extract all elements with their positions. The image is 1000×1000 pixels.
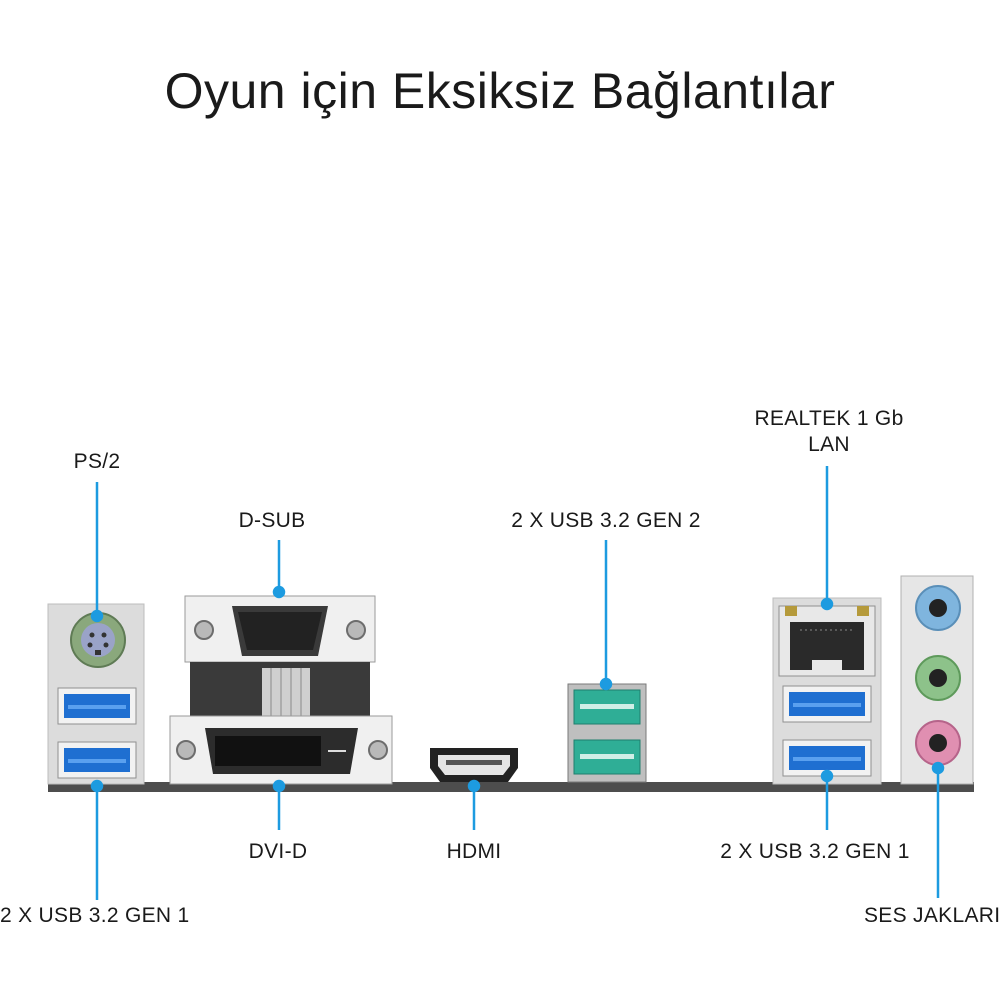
ps2-usb-stack xyxy=(47,603,145,785)
usb-port-icon xyxy=(573,689,641,725)
pointer-dot-hdmi xyxy=(467,779,481,793)
pointer-dot-usb-gen1-right xyxy=(820,769,834,783)
usb-gen2-stack xyxy=(567,683,647,783)
label-usb-gen2: 2 X USB 3.2 GEN 2 xyxy=(511,509,701,532)
pointer-dot-ps2 xyxy=(90,609,104,623)
hdmi-port-icon xyxy=(430,748,518,782)
audio-jack-stack xyxy=(900,575,974,785)
pointer-dot-dsub xyxy=(272,585,286,599)
usb-port-icon xyxy=(573,739,641,775)
usb-port-icon xyxy=(57,741,137,779)
label-audio: SES JAKLARI xyxy=(864,904,1000,927)
rj45-port-icon xyxy=(778,605,876,677)
audio-jack-icon xyxy=(915,655,961,701)
label-hdmi: HDMI xyxy=(446,840,502,863)
lan-usb-stack xyxy=(772,597,882,785)
usb-port-icon xyxy=(782,685,872,723)
dvi-port-icon xyxy=(169,715,393,785)
label-ps2: PS/2 xyxy=(73,450,121,473)
label-dvid: DVI-D xyxy=(248,840,308,863)
pointer-dot-audio xyxy=(931,761,945,775)
pointer-dot-usb-gen2 xyxy=(599,677,613,691)
pointer-dot-usb-gen1-left xyxy=(90,779,104,793)
usb-port-icon xyxy=(57,687,137,725)
label-lan-line2: LAN xyxy=(808,433,850,456)
label-usb-gen1-right: 2 X USB 3.2 GEN 1 xyxy=(720,840,910,863)
io-shield-baseline xyxy=(48,782,974,792)
vga-port-icon xyxy=(184,595,376,720)
pointer-dot-lan xyxy=(820,597,834,611)
pointer-dot-dvid xyxy=(272,779,286,793)
audio-jack-icon xyxy=(915,585,961,631)
page-title: Oyun için Eksiksiz Bağlantılar xyxy=(164,63,836,119)
label-dsub: D-SUB xyxy=(238,509,306,532)
label-lan-line1: REALTEK 1 Gb xyxy=(754,407,904,430)
audio-jack-icon xyxy=(915,720,961,766)
label-usb-gen1-left: 2 X USB 3.2 GEN 1 xyxy=(0,904,190,927)
